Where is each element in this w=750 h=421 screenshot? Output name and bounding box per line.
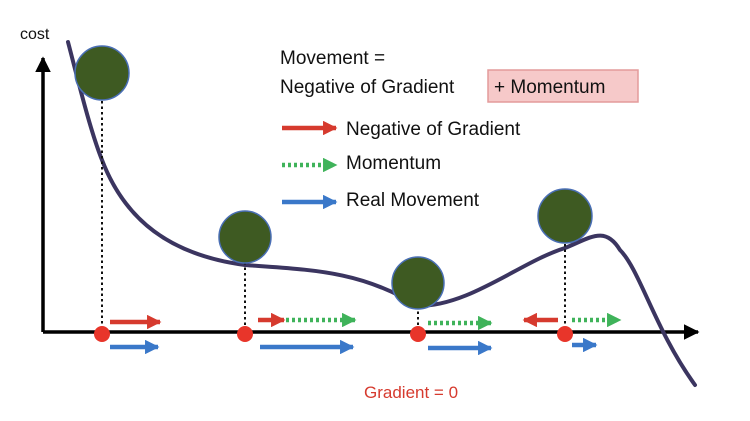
legend-momentum-label: Momentum (346, 153, 441, 174)
point-2 (237, 326, 253, 342)
formula-highlight: + Momentum (494, 77, 605, 98)
ball-4 (537, 188, 593, 244)
gradient-zero-label: Gradient = 0 (364, 383, 458, 402)
ball-3 (391, 256, 445, 310)
point-4 (557, 326, 573, 342)
formula-line-2: Negative of Gradient (280, 77, 455, 98)
ball-2 (218, 210, 272, 264)
ball-1 (74, 45, 130, 101)
legend-gradient-label: Negative of Gradient (346, 119, 521, 140)
legend-movement-label: Real Movement (346, 190, 480, 211)
point-3 (410, 326, 426, 342)
point-1 (94, 326, 110, 342)
y-axis-label: cost (20, 26, 50, 43)
formula-line-1: Movement = (280, 48, 385, 69)
momentum-highlight-box (487, 69, 639, 103)
